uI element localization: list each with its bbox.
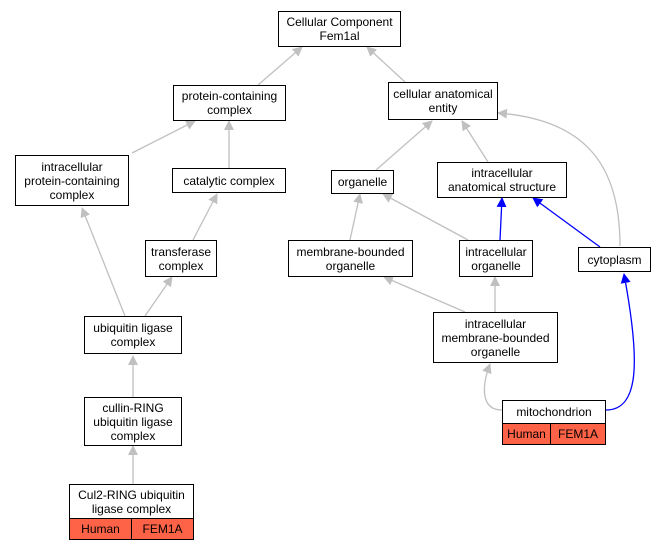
node-ubiquitin-ligase-complex[interactable]: ubiquitin ligase complex bbox=[84, 316, 182, 354]
node-cellular-anatomical-entity[interactable]: cellular anatomical entity bbox=[388, 82, 498, 120]
node-cul2-ring-ubiquitin-ligase-complex[interactable]: Cul2-RING ubiquitin ligase complex bbox=[69, 484, 194, 519]
node-cullin-ring-ubiquitin-ligase-complex[interactable]: cullin-RING ubiquitin ligase complex bbox=[84, 397, 182, 446]
edge-anatomical-structure-to-anatomical-entity bbox=[461, 120, 489, 163]
node-intracellular-protein-containing-complex[interactable]: intracellular protein-containing complex bbox=[15, 155, 129, 206]
edge-intracellular-protein-complex-to-protein-complex bbox=[131, 120, 196, 154]
edge-cytoplasm-to-anatomical-structure bbox=[532, 197, 601, 248]
edge-anatomical-entity-to-root bbox=[366, 46, 406, 83]
edge-intracellular-organelle-to-organelle bbox=[382, 193, 469, 241]
node-protein-containing-complex[interactable]: protein-containing complex bbox=[173, 85, 286, 121]
edge-mitochondrion-to-cytoplasm bbox=[605, 273, 635, 411]
node-membrane-bounded-organelle[interactable]: membrane-bounded organelle bbox=[288, 240, 413, 277]
node-intracellular-membrane-bounded-organelle[interactable]: intracellular membrane-bounded organelle bbox=[433, 312, 558, 363]
edge-ubiquitin-to-transferase bbox=[144, 276, 173, 317]
node-transferase-complex[interactable]: transferase complex bbox=[145, 240, 217, 277]
edge-mitochondrion-to-intracellular-membrane-bounded bbox=[482, 363, 503, 411]
node-organelle[interactable]: organelle bbox=[331, 170, 394, 194]
edge-ubiquitin-to-intracellular-protein-complex bbox=[80, 207, 126, 317]
edge-cytoplasm-to-anatomical-entity bbox=[497, 108, 621, 247]
edge-protein-complex-to-root bbox=[257, 46, 303, 86]
edge-membrane-bounded-to-organelle bbox=[349, 193, 363, 241]
cul2-gene-tag: FEM1A bbox=[131, 518, 194, 540]
edge-intracellular-membrane-bounded-to-membrane-bounded bbox=[383, 275, 466, 313]
node-root[interactable]: Cellular Component Fem1al bbox=[278, 11, 401, 47]
edge-transferase-to-catalytic bbox=[192, 193, 218, 241]
edge-organelle-to-anatomical-entity bbox=[375, 120, 433, 171]
node-intracellular-anatomical-structure[interactable]: intracellular anatomical structure bbox=[437, 162, 567, 198]
node-mitochondrion[interactable]: mitochondrion bbox=[502, 400, 606, 424]
node-catalytic-complex[interactable]: catalytic complex bbox=[172, 168, 286, 193]
mitochondrion-species-tag: Human bbox=[502, 423, 551, 445]
node-intracellular-organelle[interactable]: intracellular organelle bbox=[459, 240, 533, 277]
cul2-species-tag: Human bbox=[69, 518, 132, 540]
edge-intracellular-organelle-to-anatomical-structure bbox=[496, 197, 507, 241]
mitochondrion-gene-tag: FEM1A bbox=[550, 423, 606, 445]
node-cytoplasm[interactable]: cytoplasm bbox=[578, 247, 651, 272]
